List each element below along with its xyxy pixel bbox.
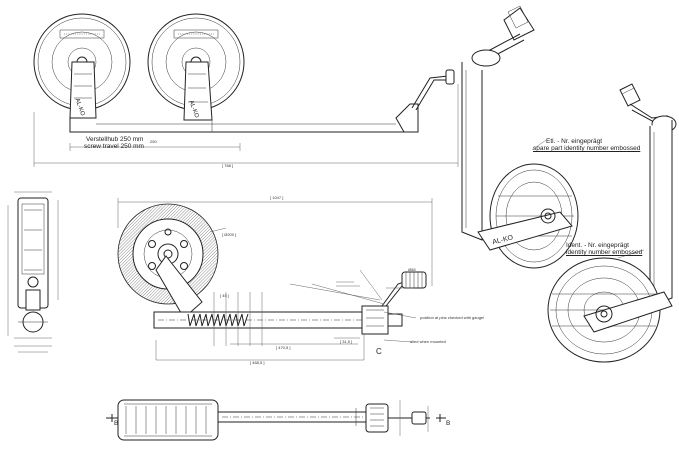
- dim-oslash200-label: [ Ø200 ]: [222, 232, 237, 237]
- dim-1047-label: [ 1047 ]: [270, 195, 284, 200]
- top-view-group: AL-KO AL-KO: [33, 13, 459, 167]
- bottom-view-group: [106, 399, 446, 441]
- wheel-right-top: AL-KO: [147, 13, 245, 121]
- etikett-en-label: spare part identity number embossed: [533, 145, 641, 152]
- svg-text:AL-KO: AL-KO: [188, 100, 200, 119]
- ident-de-label: Ident. - Nr. eingeprägt: [566, 242, 629, 249]
- ident-en-label: identity number embossed: [566, 249, 643, 256]
- iso-lower-group: [547, 83, 677, 363]
- side-section-group: [117, 198, 433, 361]
- dim-31-label: [ 31,5 ]: [340, 339, 353, 344]
- dim-470-label: [ 470,5 ]: [276, 345, 291, 350]
- view-c-label: C: [376, 347, 382, 356]
- section-b-left-label: B: [114, 420, 119, 427]
- dim-250-label: 250: [150, 139, 157, 144]
- dim-oslash68-label: Ø68: [408, 267, 416, 272]
- screw-travel-de-label: Verstellhub 250 mm: [86, 136, 144, 143]
- screw-travel-en-label: screw travel 250 mm: [84, 143, 144, 150]
- oiled-note-label: oiled when mounted: [410, 339, 446, 344]
- section-b-right-label: B: [446, 420, 451, 427]
- front-view-group: [7, 191, 59, 353]
- dim-45-label: [ 45 ]: [220, 293, 229, 298]
- dim-768-label: [ 768 ]: [222, 163, 234, 168]
- wheel-left-top: AL-KO: [33, 13, 131, 119]
- svg-text:AL-KO: AL-KO: [74, 98, 86, 117]
- iso-upper-group: AL-KO: [461, 5, 579, 269]
- etikett-de-label: Etl. - Nr. eingeprägt: [546, 138, 602, 145]
- position-note-label: position at pins checked with gauge!: [420, 315, 485, 320]
- dim-468-label: [ 468,5 ]: [250, 360, 265, 365]
